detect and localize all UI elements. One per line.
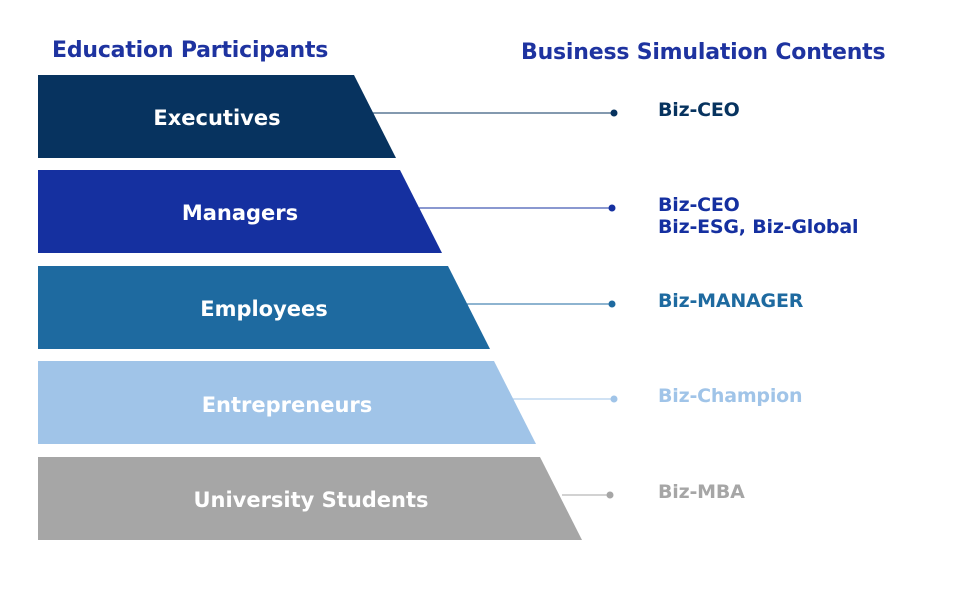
tier-bar (38, 266, 490, 349)
connector-dot (606, 491, 614, 499)
connector-dot (610, 109, 618, 117)
tier-label: Employees (200, 297, 328, 321)
tier-managers: Managers (38, 170, 616, 253)
connector-dot (610, 395, 618, 403)
tier-bar (38, 361, 536, 444)
content-item: Biz-ESG, Biz-Global (658, 216, 859, 238)
content-managers: Biz-CEO Biz-ESG, Biz-Global (658, 194, 858, 238)
content-item: Biz-MANAGER (658, 290, 804, 312)
content-executives: Biz-CEO (658, 99, 740, 121)
content-entrepreneurs: Biz-Champion (658, 385, 803, 407)
content-university-students: Biz-MBA (658, 481, 745, 503)
tier-label: University Students (193, 488, 428, 512)
content-employees: Biz-MANAGER (658, 290, 803, 312)
connector-dot (608, 300, 616, 308)
tier-employees: Employees (38, 266, 616, 349)
tier-bar (38, 457, 582, 540)
content-item: Biz-CEO (658, 99, 740, 121)
tier-label: Entrepreneurs (202, 393, 373, 417)
contents-heading: Business Simulation Contents (521, 40, 886, 65)
tier-label: Executives (153, 106, 280, 130)
tier-bar (38, 75, 396, 158)
tier-university-students: University Students (38, 457, 614, 540)
content-item: Biz-MBA (658, 481, 745, 503)
tier-executives: Executives (38, 75, 618, 158)
content-item: Biz-CEO (658, 194, 740, 216)
content-item: Biz-Champion (658, 385, 803, 407)
tier-label: Managers (182, 201, 298, 225)
connector-dot (608, 204, 616, 212)
participants-heading: Education Participants (52, 38, 329, 63)
tier-bar (38, 170, 442, 253)
tier-entrepreneurs: Entrepreneurs (38, 361, 618, 444)
